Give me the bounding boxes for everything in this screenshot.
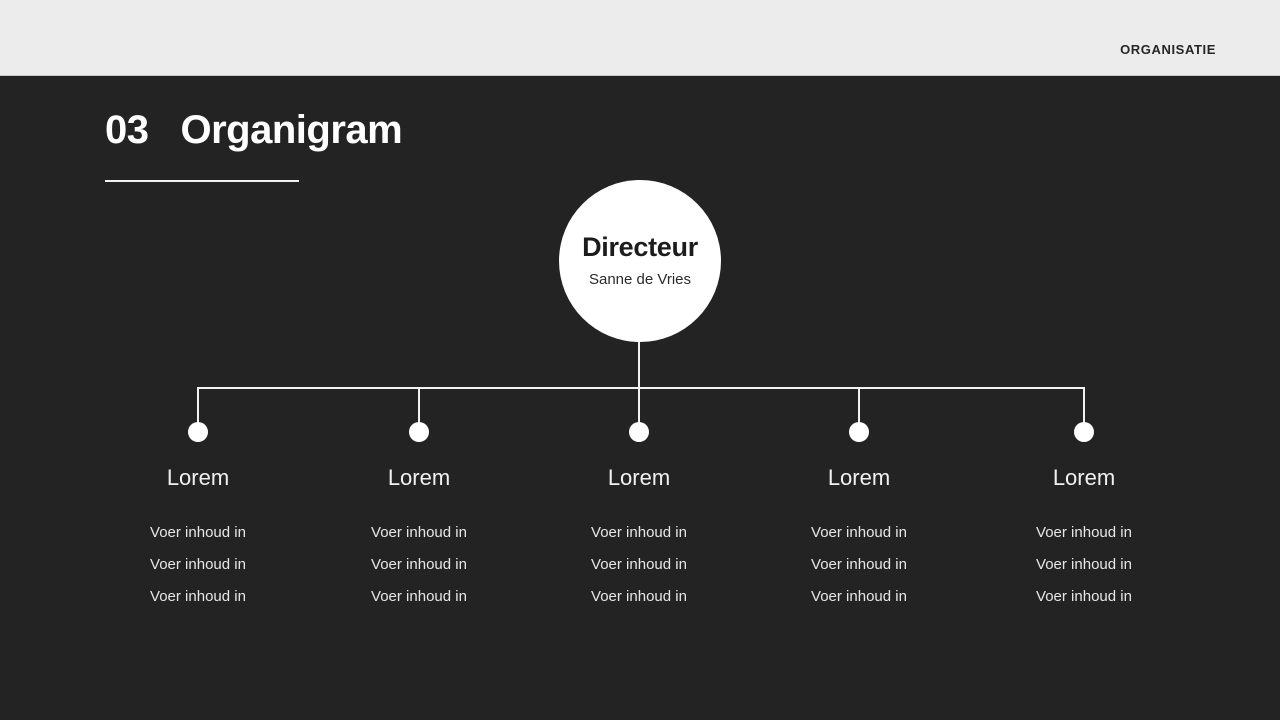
branch-content-line[interactable]: Voer inhoud in [1036,524,1132,542]
connector-stem-root [638,342,640,388]
branch-content-line[interactable]: Voer inhoud in [591,556,687,574]
branch-content-line[interactable]: Voer inhoud in [150,556,246,574]
header-label: ORGANISATIE [1120,42,1216,57]
branch-label: Lorem [1052,465,1116,490]
page-title: 03 Organigram [105,108,403,152]
connector-drop [418,387,420,435]
org-root-node[interactable]: Directeur Sanne de Vries [559,180,721,342]
branch-node-dot[interactable] [629,422,649,442]
root-person-name: Sanne de Vries [588,271,691,289]
branch-content-list: Voer inhoud in Voer inhoud in Voer inhoud … [88,517,308,613]
branch-node-dot[interactable] [188,422,208,442]
branch-content-list: Voer inhoud in Voer inhoud in Voer inhoud … [309,517,529,613]
title-underline-rule [105,180,299,182]
branch-content-line[interactable]: Voer inhoud in [1036,588,1132,606]
connector-drop [197,387,199,435]
branch-content-line[interactable]: Voer inhoud in [1036,556,1132,574]
branch-content-line[interactable]: Voer inhoud in [371,524,467,542]
branch-content-line[interactable]: Voer inhoud in [371,556,467,574]
connector-drop [858,387,860,435]
branch-node-dot[interactable] [409,422,429,442]
branch-label: Lorem [607,465,671,490]
branch-content-list: Voer inhoud in Voer inhoud in Voer inhoud … [749,517,969,613]
branch-label: Lorem [387,465,451,490]
title-text: Organigram [180,108,403,152]
branch-content-line[interactable]: Voer inhoud in [150,588,246,606]
branch-content-line[interactable]: Voer inhoud in [811,588,907,606]
header-bar: ORGANISATIE [0,0,1280,76]
connector-horizontal-bus [198,387,1085,389]
connector-drop [638,387,640,435]
branch-label: Lorem [166,465,230,490]
branch-content-list: Voer inhoud in Voer inhoud in Voer inhoud … [974,517,1194,613]
branch-node-dot[interactable] [1074,422,1094,442]
connector-drop [1083,387,1085,435]
title-number: 03 [105,108,149,152]
branch-content-line[interactable]: Voer inhoud in [371,588,467,606]
branch-content-list: Voer inhoud in Voer inhoud in Voer inhoud … [529,517,749,613]
branch-content-line[interactable]: Voer inhoud in [150,524,246,542]
branch-content-line[interactable]: Voer inhoud in [811,556,907,574]
branch-content-line[interactable]: Voer inhoud in [591,588,687,606]
branch-content-line[interactable]: Voer inhoud in [591,524,687,542]
branch-node-dot[interactable] [849,422,869,442]
branch-content-line[interactable]: Voer inhoud in [811,524,907,542]
root-role-label: Directeur [582,232,698,263]
branch-label: Lorem [827,465,891,490]
